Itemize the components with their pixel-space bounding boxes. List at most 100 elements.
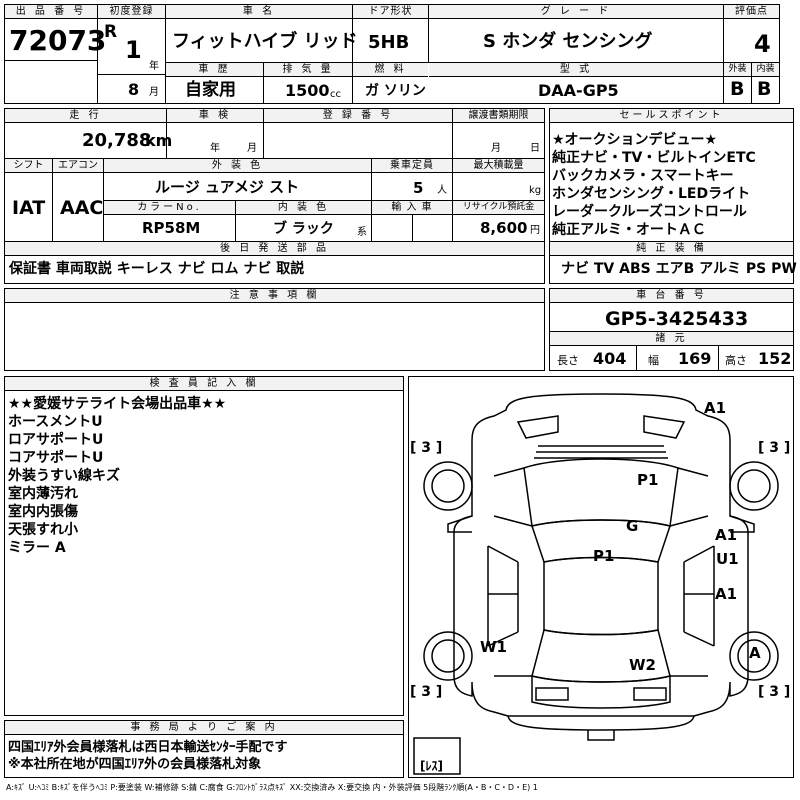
inspector-box: [4, 376, 404, 716]
legend: A:ｷｽﾞ U:ﾍｺﾐ B:ｷｽﾞを伴うﾍｺﾐ P:要塗装 W:補修跡 S:錆 …: [6, 783, 538, 792]
displacement: 1500: [285, 81, 330, 100]
recycle: 8,600: [480, 219, 528, 237]
car-name: フィットハイブ リッド: [172, 31, 358, 52]
office-notes: 四国ｴﾘｱ外会員様落札は西日本輸送ｾﾝﾀｰ手配です ※本社所在地が四国ｴﾘｱ外の…: [8, 739, 402, 773]
chassis-no: GP5-3425433: [605, 308, 749, 330]
inspector-note: 天張すれ小: [8, 522, 78, 538]
inspection-month-unit: 月: [247, 143, 257, 154]
selling-point: ホンダセンシング・LEDライト: [552, 186, 751, 202]
oem-equipment-label: 純 正 装 備: [550, 242, 793, 256]
inspector-note: 室内薄汚れ: [8, 486, 78, 502]
displacement-label: 排 気 量: [264, 63, 352, 77]
notes-label: 注 意 事 項 欄: [5, 289, 544, 303]
int-score: B: [757, 78, 772, 100]
history: 自家用: [185, 80, 236, 100]
first-reg-year: 1: [125, 36, 142, 64]
wheel-rear-left: [423, 631, 473, 681]
mark-p1-roof: P1: [593, 547, 615, 565]
cc-unit: cc: [330, 89, 341, 100]
capacity: 5: [413, 179, 424, 197]
ext-color-label: 外 装 色: [104, 159, 371, 173]
model-label: 型 式: [429, 63, 723, 77]
office-box: [4, 720, 404, 778]
first-reg-month: 8: [128, 80, 140, 99]
damage-diagram-box: [408, 376, 794, 778]
car-diagram: [413, 393, 779, 775]
int-color: ブ ラック: [273, 221, 334, 237]
lot-no-label: 出 品 番 号: [5, 5, 97, 19]
selling-point: ★オークションデビュー★: [552, 132, 718, 148]
mark-a1-door1: A1: [715, 526, 738, 544]
ext-color: ルージ ュアメジ スト: [155, 178, 300, 196]
max-load-label: 最大積載量: [453, 159, 544, 173]
grade: S ホンダ センシング: [483, 31, 653, 52]
lot-no: 72073: [9, 24, 107, 57]
later-parts-label: 後 日 発 送 部 品: [5, 242, 544, 256]
chassis-box: [549, 288, 794, 371]
wheel-rear-right: [729, 631, 779, 681]
transfer-month-unit: 月: [491, 143, 501, 154]
wheel-front-right: [729, 461, 779, 511]
oem-equipment: ナビ TV ABS エアB アルミ PS PW: [561, 261, 797, 277]
recycle-label: リサイクル預託金: [453, 201, 544, 215]
km-unit: km: [145, 131, 173, 150]
mark-w1: W1: [480, 638, 507, 656]
inspector-note: コアサポートU: [8, 450, 104, 466]
color-no: RP58M: [142, 219, 201, 237]
selling-point: レーダークルーズコントロール: [552, 204, 747, 220]
office-label: 事 務 局 よ り ご 案 内: [5, 721, 403, 735]
mark-tire-rl: [ 3 ]: [410, 684, 443, 700]
height: 152: [758, 349, 792, 368]
mark-tire-rr: [ 3 ]: [758, 684, 791, 700]
mark-a1-top: A1: [704, 399, 727, 417]
inspector-note: ロアサポートU: [8, 432, 104, 448]
mark-g: G: [626, 517, 639, 535]
import-label: 輸 入 車: [372, 201, 452, 215]
inspection-year-unit: 年: [210, 143, 220, 154]
mark-tire-fl: [ 3 ]: [410, 440, 443, 456]
reg-no-label: 登 録 番 号: [264, 109, 452, 123]
inspector-label: 検 査 員 記 入 欄: [5, 377, 403, 391]
length-label: 長さ: [557, 354, 579, 367]
score: 4: [754, 30, 771, 58]
mark-w2: W2: [629, 656, 656, 674]
selling-point: バックカメラ・スマートキー: [552, 168, 734, 184]
mark-p1-hood: P1: [637, 471, 659, 489]
width-label: 幅: [648, 354, 659, 367]
era: R: [104, 22, 118, 42]
vehicle-info-table: [4, 108, 545, 284]
selling-point: 純正ナビ・TV・ビルトインETC: [552, 150, 756, 166]
interior-label: 内装: [752, 63, 779, 77]
year-unit: 年: [149, 61, 159, 72]
model: DAA-GP5: [538, 81, 619, 100]
ext-score: B: [730, 78, 745, 100]
selling-points-label: セールスポイント: [550, 109, 793, 123]
office-note: ※本社所在地が四国ｴﾘｱ外の会員様落札対象: [8, 757, 262, 772]
wheel-front-left: [423, 461, 473, 511]
month-unit: 月: [149, 87, 159, 98]
selling-point: 純正アルミ・オートＡＣ: [552, 222, 706, 238]
mileage-label: 走 行: [5, 109, 166, 123]
length: 404: [593, 349, 627, 368]
car-name-label: 車 名: [166, 5, 352, 19]
inspector-note: ミラー A: [8, 540, 66, 556]
inspector-notes: ★★愛媛サテライト会場出品車★★ ホースメントU ロアサポートU コアサポートU…: [8, 395, 398, 557]
mark-a1-door2: A1: [715, 585, 738, 603]
exterior-label: 外装: [724, 63, 751, 77]
office-note: 四国ｴﾘｱ外会員様落札は西日本輸送ｾﾝﾀｰ手配です: [8, 740, 288, 755]
aircon-label: エアコン: [53, 159, 103, 173]
width: 169: [678, 349, 712, 368]
shift: IAT: [12, 197, 46, 219]
selling-points-list: ★オークションデビュー★ 純正ナビ・TV・ビルトインETC バックカメラ・スマー…: [552, 131, 792, 239]
grade-label: グ レ ー ド: [429, 5, 723, 19]
mileage: 20,788: [82, 130, 152, 151]
chassis-no-label: 車 台 番 号: [550, 289, 793, 303]
aircon: AAC: [60, 197, 104, 219]
transfer-label: 譲渡書類期限: [453, 109, 544, 123]
spare-tire-box: [413, 737, 461, 775]
first-reg-label: 初度登録: [98, 5, 165, 19]
color-no-label: カラーNo.: [104, 201, 235, 215]
notes-box: [4, 288, 545, 371]
specs-label: 諸 元: [550, 332, 793, 346]
history-label: 車 歴: [166, 63, 263, 77]
